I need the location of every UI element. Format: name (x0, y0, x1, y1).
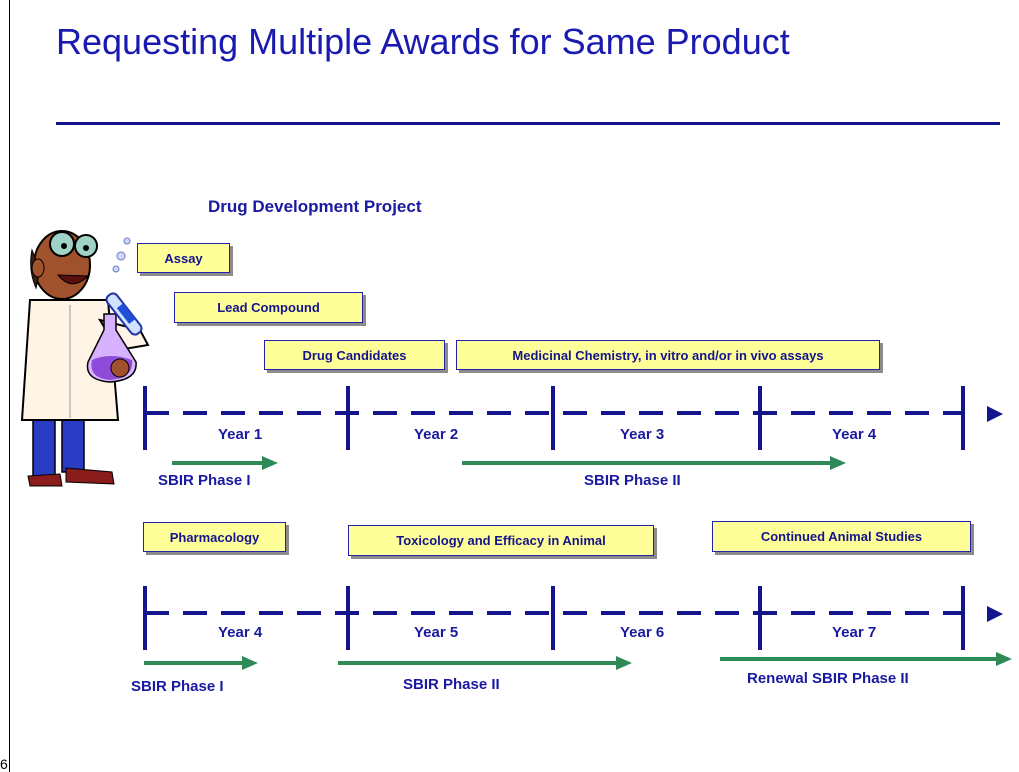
phase-label: Renewal SBIR Phase II (747, 670, 909, 687)
slide-number: 6 (0, 756, 8, 772)
scientist-icon (20, 230, 150, 487)
year-label: Year 1 (218, 426, 263, 443)
activity-box-toxicology: Toxicology and Efficacy in Animal (348, 525, 654, 556)
left-border (9, 0, 10, 772)
year-label: Year 2 (414, 426, 459, 443)
timeline-2 (143, 586, 1012, 670)
year-label: Year 7 (832, 624, 877, 641)
year-label: Year 3 (620, 426, 665, 443)
activity-box-assay: Assay (137, 243, 230, 273)
diagram-subtitle: Drug Development Project (208, 197, 422, 216)
slide-title: Requesting Multiple Awards for Same Prod… (56, 21, 790, 62)
activity-box-continued-animal-studies: Continued Animal Studies (712, 521, 971, 552)
phase-label: SBIR Phase I (158, 472, 251, 489)
year-label: Year 4 (218, 624, 263, 641)
timeline-2-arrowhead (987, 606, 1003, 622)
activity-box-medicinal-chemistry: Medicinal Chemistry, in vitro and/or in … (456, 340, 880, 370)
activity-box-lead-compound: Lead Compound (174, 292, 363, 323)
timeline-1-arrowhead (987, 406, 1003, 422)
title-divider (56, 122, 1000, 125)
activity-box-pharmacology: Pharmacology (143, 522, 286, 552)
phase-label: SBIR Phase I (131, 678, 224, 695)
phase-label: SBIR Phase II (403, 676, 500, 693)
year-label: Year 5 (414, 624, 459, 641)
timeline-1 (143, 386, 1003, 470)
phase-label: SBIR Phase II (584, 472, 681, 489)
year-label: Year 6 (620, 624, 665, 641)
activity-box-drug-candidates: Drug Candidates (264, 340, 445, 370)
year-label: Year 4 (832, 426, 877, 443)
